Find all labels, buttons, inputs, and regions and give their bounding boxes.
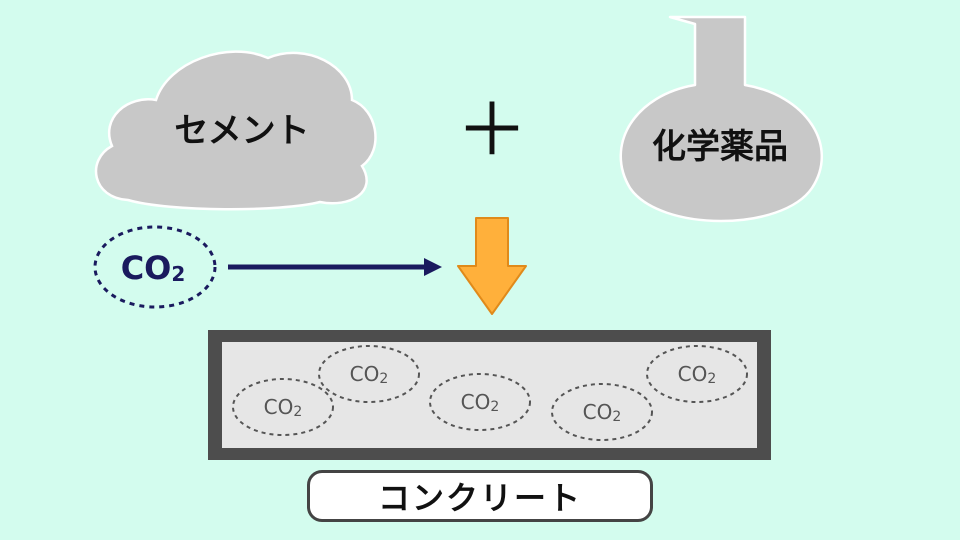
concrete-block (208, 330, 771, 460)
co2-bubble: CO2 (232, 378, 334, 436)
concrete-label: コンクリート (307, 470, 653, 522)
co2-bubble-label: CO2 (264, 395, 303, 420)
plus-sign: ＋ (456, 88, 528, 172)
right-arrow-icon (228, 258, 442, 276)
co2-bubble-label: CO2 (461, 390, 500, 415)
down-arrow-icon (457, 217, 527, 315)
co2-bubble-label: CO2 (350, 362, 389, 387)
cement-label: セメント (174, 111, 309, 151)
co2-input-ellipse (93, 225, 217, 309)
co2-bubble: CO2 (551, 383, 653, 441)
co2-bubble: CO2 (646, 345, 748, 403)
co2-bubble-label: CO2 (678, 362, 717, 387)
co2-bubble: CO2 (429, 373, 531, 431)
chemical-flask: 化学薬品 (619, 15, 823, 223)
cloud-shape (94, 50, 377, 211)
chemical-label: 化学薬品 (652, 127, 788, 167)
cement-cloud: セメント (94, 50, 377, 211)
flask-shape (619, 15, 823, 223)
co2-input-label: CO2 (121, 249, 186, 287)
co2-bubble: CO2 (318, 345, 420, 403)
co2-bubble-label: CO2 (583, 400, 622, 425)
co2-input: CO2 (93, 225, 217, 309)
